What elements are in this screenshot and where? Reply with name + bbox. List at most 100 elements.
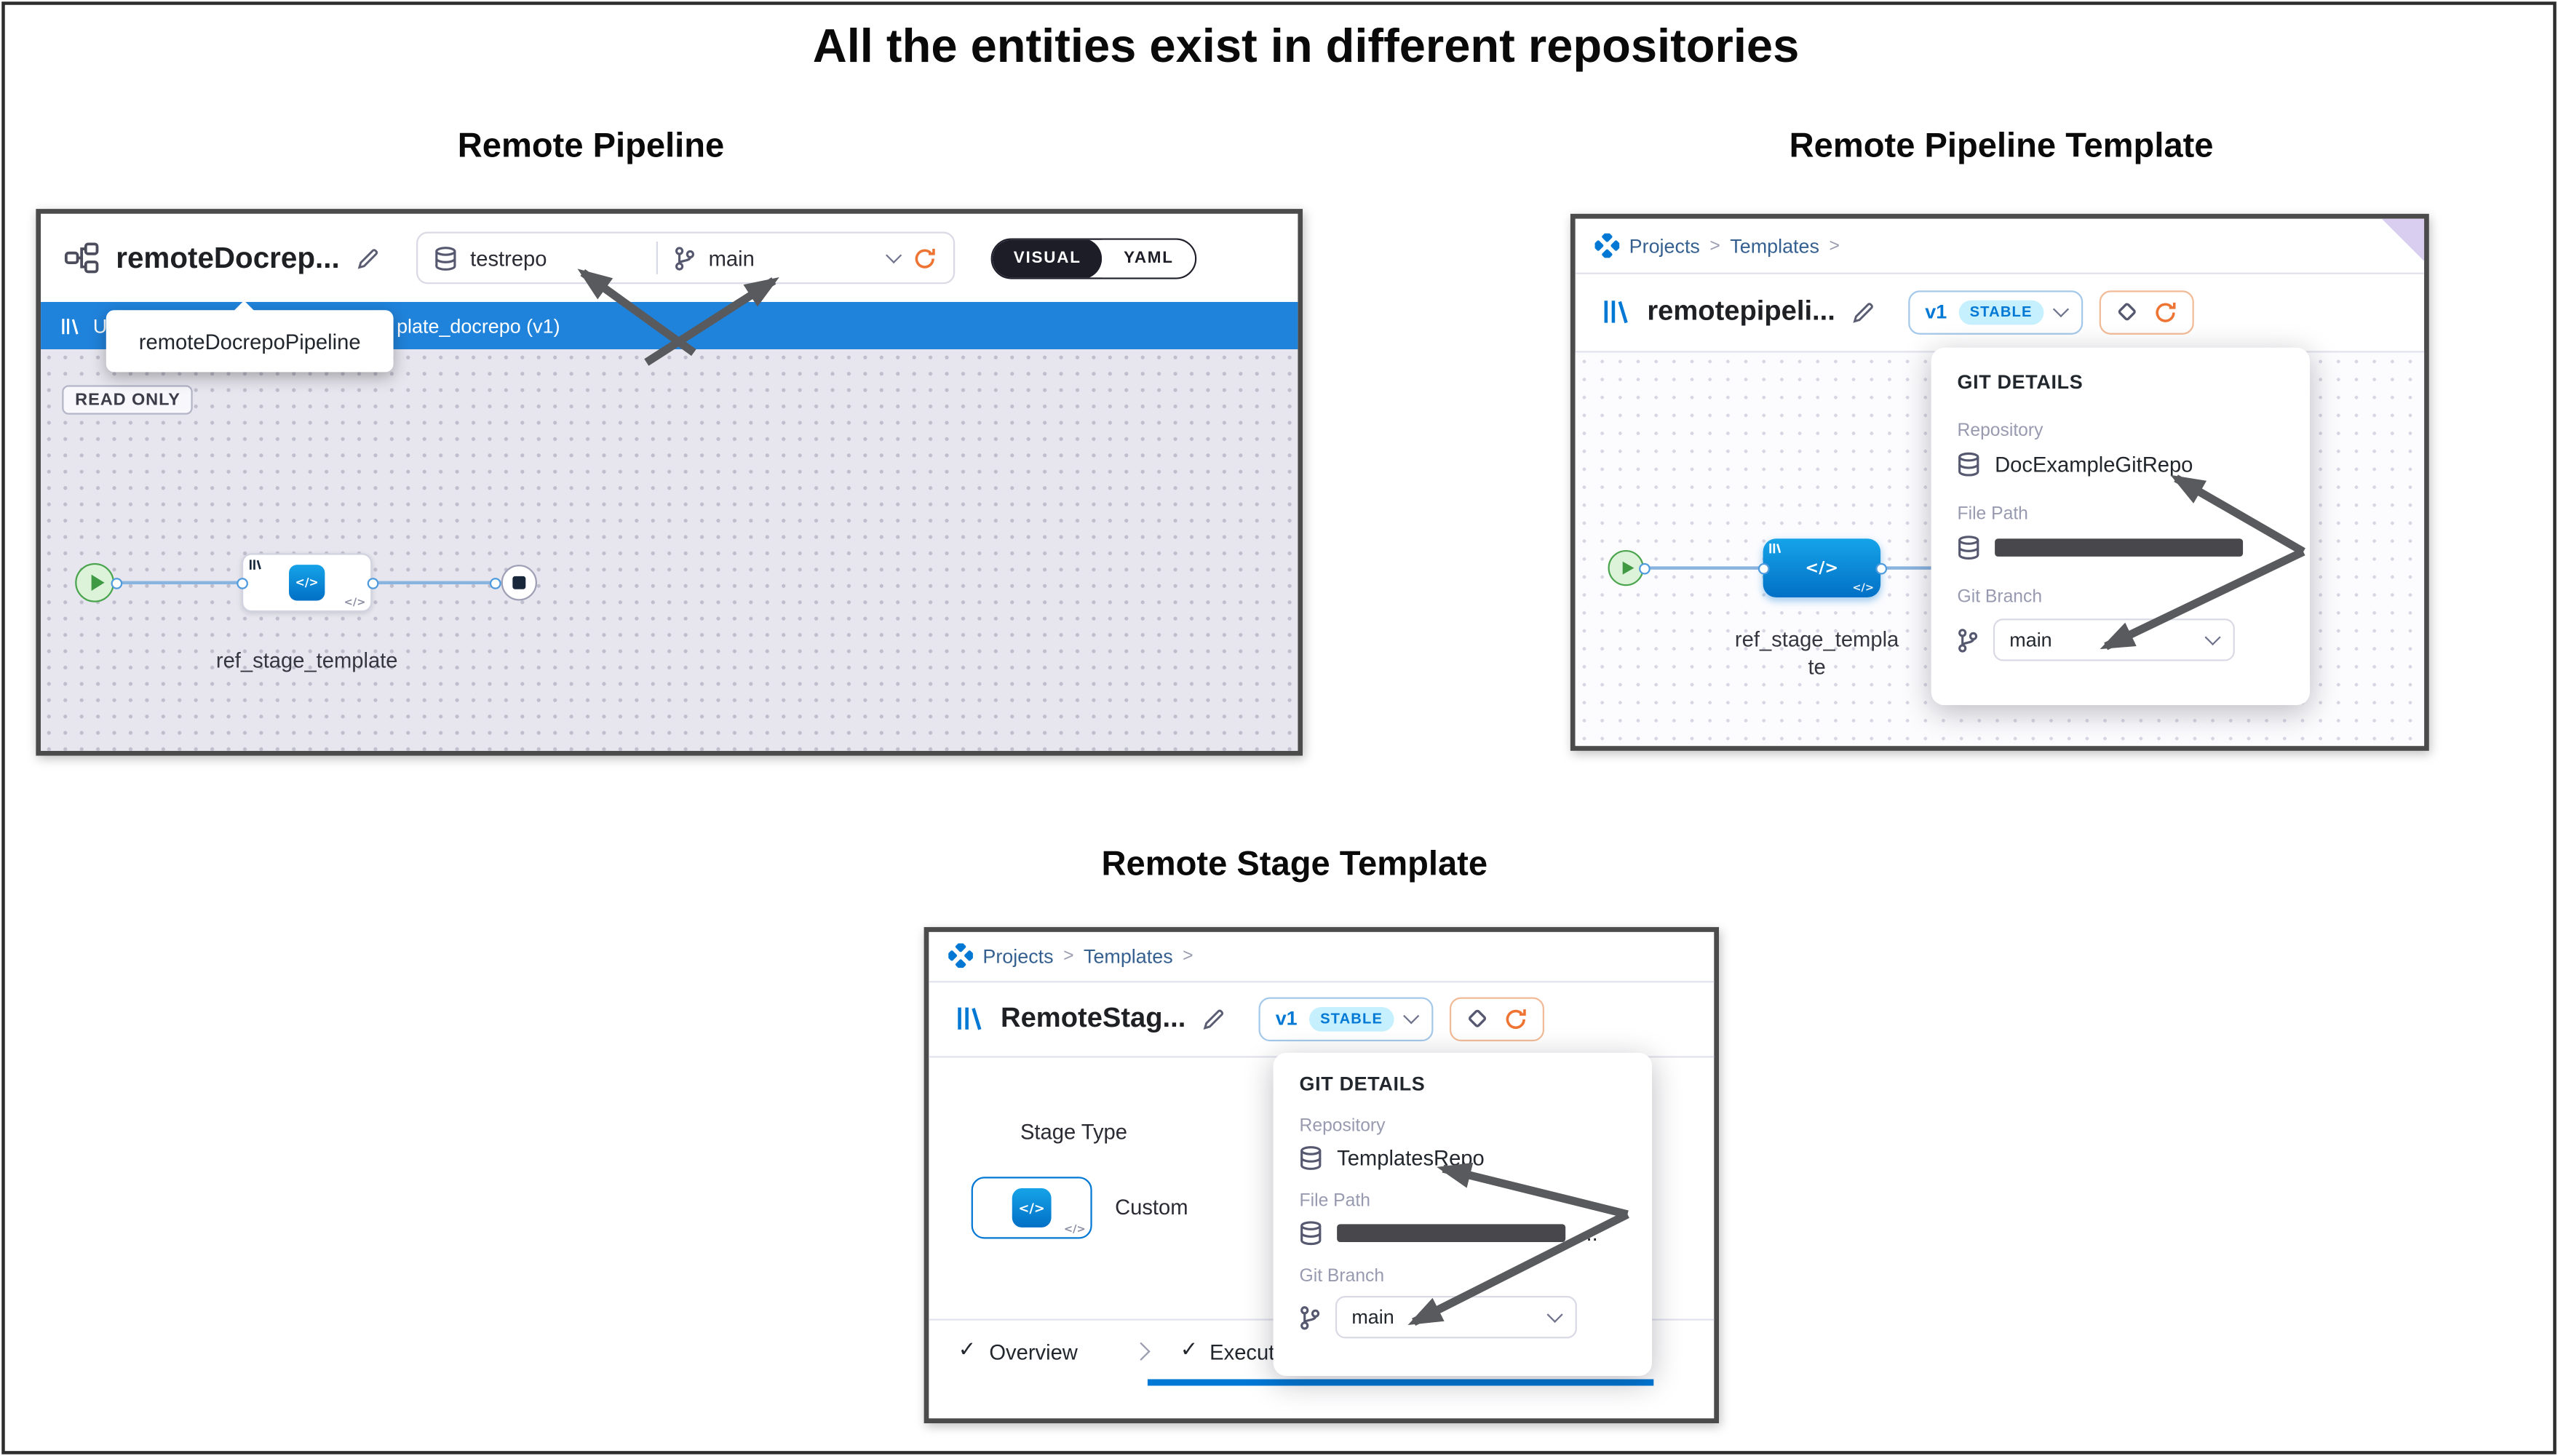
git-details-popup: GIT DETAILS Repository DocExampleGitRepo…: [1931, 347, 2311, 706]
play-icon: [1622, 561, 1635, 575]
pipeline-name-tooltip: remoteDocrepoPipeline: [106, 301, 394, 373]
branch-select[interactable]: main: [1993, 618, 2235, 661]
version-selector[interactable]: v1 STABLE: [1259, 996, 1434, 1041]
link-point: [236, 576, 247, 589]
template-marker-icon: [1768, 542, 1782, 555]
sync-icon[interactable]: [913, 246, 937, 271]
breadcrumb-separator: >: [1709, 236, 1720, 256]
git-diamond-icon[interactable]: [2116, 301, 2138, 323]
repository-row: DocExampleGitRepo: [1958, 452, 2284, 477]
edit-icon[interactable]: [1851, 300, 1876, 325]
divider: [656, 241, 659, 274]
repository-icon: [1300, 1146, 1322, 1171]
branch-section[interactable]: main: [675, 245, 937, 271]
template-header: RemoteStag... v1 STABLE: [929, 987, 1714, 1049]
templates-icon: [955, 1004, 984, 1033]
repository-row: TemplatesRepo: [1300, 1145, 1626, 1171]
remote-stage-template-screenshot: Projects > Templates > RemoteStag... v1 …: [923, 927, 1720, 1424]
code-icon: </>: [343, 595, 366, 609]
breadcrumb-projects[interactable]: Projects: [1629, 234, 1700, 258]
chevron-down-icon: [2204, 629, 2221, 646]
git-branch-label: Git Branch: [1957, 587, 2043, 608]
chevron-down-icon: [1546, 1306, 1563, 1323]
repo-branch-selector[interactable]: testrepo main: [416, 231, 956, 285]
projects-icon: [1594, 233, 1620, 258]
templates-icon: [1602, 297, 1631, 326]
repository-label: Repository: [1957, 421, 2043, 441]
branch-select[interactable]: main: [1335, 1296, 1577, 1339]
pipeline-start-node[interactable]: [75, 562, 115, 602]
link-point: [110, 576, 122, 589]
version-selector[interactable]: v1 STABLE: [1908, 290, 2084, 334]
file-path-redacted: [1337, 1224, 1566, 1243]
git-branch-label: Git Branch: [1299, 1266, 1385, 1286]
branch-value: main: [1351, 1305, 1394, 1329]
file-path-label: File Path: [1957, 504, 2028, 525]
check-icon: ✓: [1180, 1338, 1199, 1364]
breadcrumb: Projects > Templates >: [1594, 233, 1840, 258]
tab-overview[interactable]: Overview: [989, 1340, 1078, 1365]
link-point: [1757, 562, 1769, 574]
version-label: v1: [1925, 300, 1947, 324]
file-path-row: [1958, 536, 2284, 560]
git-branch-icon: [1300, 1305, 1321, 1329]
repository-icon: [1958, 536, 1980, 560]
visual-yaml-toggle: VISUAL YAML: [990, 237, 1197, 279]
stage-type-custom-card[interactable]: </> </>: [971, 1177, 1092, 1239]
check-icon: ✓: [958, 1338, 977, 1364]
stable-badge: STABLE: [1308, 1006, 1394, 1031]
template-icon: [60, 316, 80, 335]
sync-icon[interactable]: [2153, 300, 2178, 325]
remote-pipeline-screenshot: remoteDocrep... testrepo main: [36, 209, 1303, 756]
breadcrumb-separator: >: [1063, 945, 1074, 966]
repository-value: TemplatesRepo: [1337, 1145, 1485, 1171]
repository-icon: [1300, 1221, 1322, 1246]
pipeline-studio-header: remoteDocrep... testrepo main: [41, 213, 1298, 302]
sync-icon[interactable]: [1504, 1006, 1528, 1031]
breadcrumb-projects[interactable]: Projects: [982, 944, 1054, 968]
divider: [929, 981, 1715, 983]
version-label: v1: [1275, 1007, 1298, 1030]
custom-stage-icon: </>: [1012, 1188, 1052, 1228]
pipeline-title: remoteDocrep...: [116, 240, 340, 274]
stage-type-label: Stage Type: [1020, 1119, 1127, 1145]
tooltip-text: remoteDocrepoPipeline: [138, 328, 361, 354]
stage-type-custom-label: Custom: [1115, 1194, 1188, 1220]
chevron-down-icon: [886, 247, 902, 264]
link-point: [1637, 562, 1650, 574]
repo-section[interactable]: testrepo: [434, 245, 640, 271]
stage-code-icon: </>: [1805, 559, 1839, 577]
breadcrumb-separator: >: [1829, 236, 1840, 256]
git-details-popup: GIT DETAILS Repository TemplatesRepo Fil…: [1273, 1052, 1653, 1376]
git-diamond-icon[interactable]: [1466, 1007, 1488, 1030]
git-branch-icon: [1958, 627, 1979, 652]
repo-name: testrepo: [470, 245, 547, 271]
caption-remote-pipeline: Remote Pipeline: [457, 127, 725, 165]
template-marker-icon: [248, 558, 261, 571]
git-branch-row: main: [1300, 1296, 1626, 1339]
tab-visual[interactable]: VISUAL: [992, 239, 1103, 277]
breadcrumb-templates[interactable]: Templates: [1083, 944, 1173, 968]
repository-label: Repository: [1299, 1116, 1386, 1137]
edit-icon[interactable]: [356, 246, 381, 271]
edit-icon[interactable]: [1202, 1006, 1227, 1031]
template-title: remotepipeli...: [1647, 295, 1835, 327]
file-path-label: File Path: [1299, 1191, 1370, 1212]
branch-name: main: [708, 245, 755, 271]
template-header: remotepipeli... v1 STABLE: [1576, 281, 2424, 343]
breadcrumb-separator: >: [1183, 945, 1193, 966]
caption-remote-pipeline-template: Remote Pipeline Template: [1789, 127, 2214, 165]
corner-fold: [2381, 218, 2425, 261]
caption-remote-stage-template: Remote Stage Template: [1101, 845, 1488, 883]
stage-node[interactable]: </> </>: [1763, 538, 1881, 597]
tab-yaml[interactable]: YAML: [1102, 239, 1195, 277]
stage-node[interactable]: </> </>: [241, 553, 373, 613]
pipeline-end-node[interactable]: [501, 565, 537, 601]
breadcrumb-templates[interactable]: Templates: [1730, 234, 1819, 258]
link-point: [488, 576, 501, 589]
git-branch-icon: [675, 246, 696, 271]
pipeline-start-node[interactable]: [1608, 549, 1644, 586]
stop-icon: [512, 576, 526, 589]
pipeline-canvas: [41, 349, 1298, 751]
